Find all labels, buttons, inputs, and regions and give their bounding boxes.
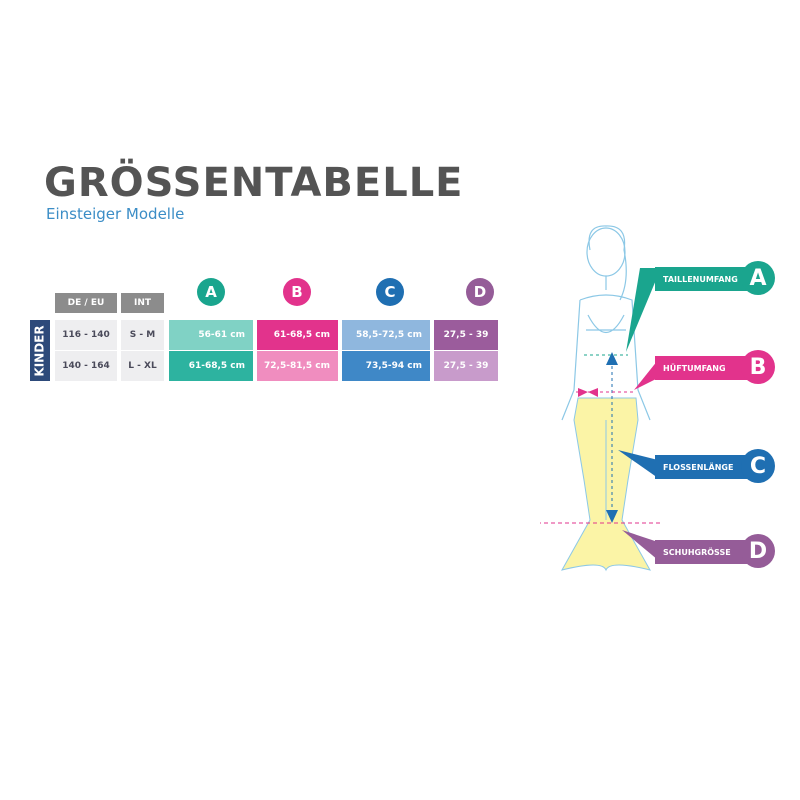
legend-b-label: HÜFTUMFANG	[655, 356, 755, 380]
row2-b: 72,5-81,5 cm	[257, 351, 338, 381]
legend-a-badge: A	[741, 261, 775, 295]
header-de-eu: DE / EU	[55, 293, 117, 313]
page-title: GRÖSSENTABELLE	[44, 160, 464, 206]
row2-d: 27,5 - 39	[434, 351, 498, 381]
row1-c: 58,5-72,5 cm	[342, 320, 430, 350]
row1-int: S - M	[121, 320, 164, 350]
legend-d-label: SCHUHGRÖSSE	[655, 540, 755, 564]
mermaid-figure-illustration	[540, 225, 660, 572]
header-a-badge: A	[197, 278, 225, 306]
row1-b: 61-68,5 cm	[257, 320, 338, 350]
row1-a: 56-61 cm	[169, 320, 253, 350]
row2-int: L - XL	[121, 351, 164, 381]
legend-c-label: FLOSSENLÄNGE	[655, 455, 755, 479]
page-subtitle: Einsteiger Modelle	[46, 205, 185, 223]
group-label-kinder: KINDER	[30, 320, 50, 381]
legend-c-badge: C	[741, 449, 775, 483]
row1-d: 27,5 - 39	[434, 320, 498, 350]
row1-de-eu: 116 - 140	[55, 320, 117, 350]
row2-a: 61-68,5 cm	[169, 351, 253, 381]
legend-a-label: TAILLENUMFANG	[655, 267, 755, 291]
header-c-badge: C	[376, 278, 404, 306]
row2-c: 73,5-94 cm	[342, 351, 430, 381]
legend-b-badge: B	[741, 350, 775, 384]
header-b-badge: B	[283, 278, 311, 306]
legend-d-badge: D	[741, 534, 775, 568]
header-d-badge: D	[466, 278, 494, 306]
row2-de-eu: 140 - 164	[55, 351, 117, 381]
header-int: INT	[121, 293, 164, 313]
